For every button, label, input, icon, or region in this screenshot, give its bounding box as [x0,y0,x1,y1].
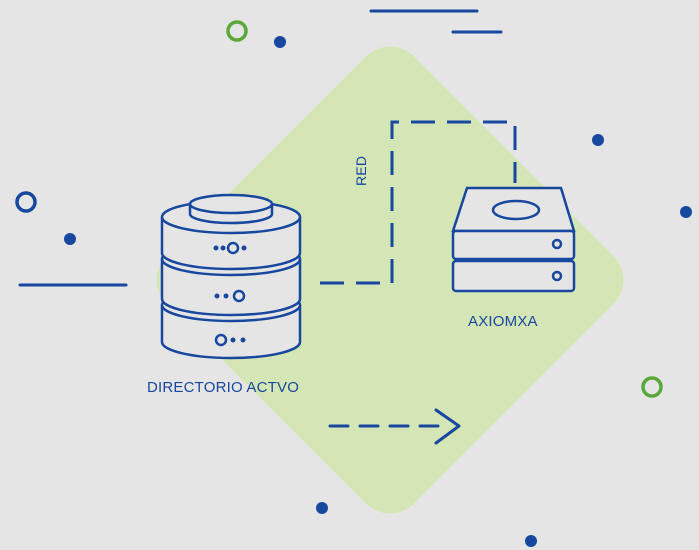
directory-label: DIRECTORIO ACTVO [147,379,300,396]
database-server-icon [160,193,302,360]
server-label: AXIOMXA [468,313,538,330]
network-label: RED [353,155,369,186]
dashed-arrow-right-icon [328,408,461,445]
decorative-rings [15,20,663,398]
network-connection [320,120,517,285]
hard-drive-server-icon [451,186,576,293]
background-diamond [156,46,624,514]
decorative-lines [18,9,503,287]
decorative-dots [64,36,692,547]
